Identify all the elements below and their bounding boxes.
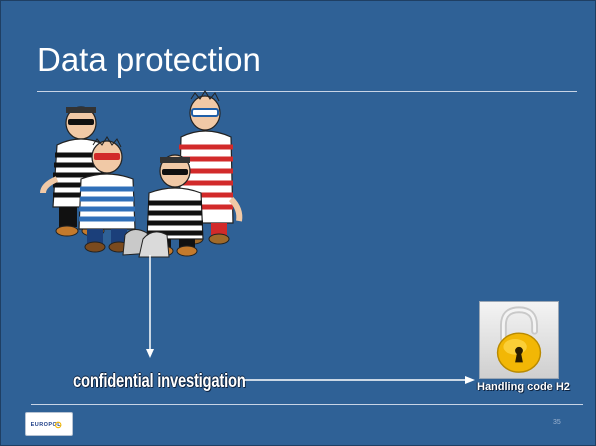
europol-logo: EUROPOL (25, 412, 73, 436)
handling-code-label: Handling code H2 (477, 381, 570, 393)
down-arrow (146, 255, 154, 358)
criminals-clipart (40, 90, 243, 258)
page-number: 35 (553, 419, 561, 426)
footer-divider (31, 404, 583, 405)
logo-text: EUROPOL (31, 422, 62, 428)
right-arrow (243, 376, 475, 384)
caption-confidential-investigation: confidential investigation (73, 371, 246, 392)
title-divider (37, 91, 577, 92)
padlock-icon (479, 301, 559, 379)
loot-bags (122, 229, 170, 258)
slide-title: Data protection (37, 41, 261, 78)
